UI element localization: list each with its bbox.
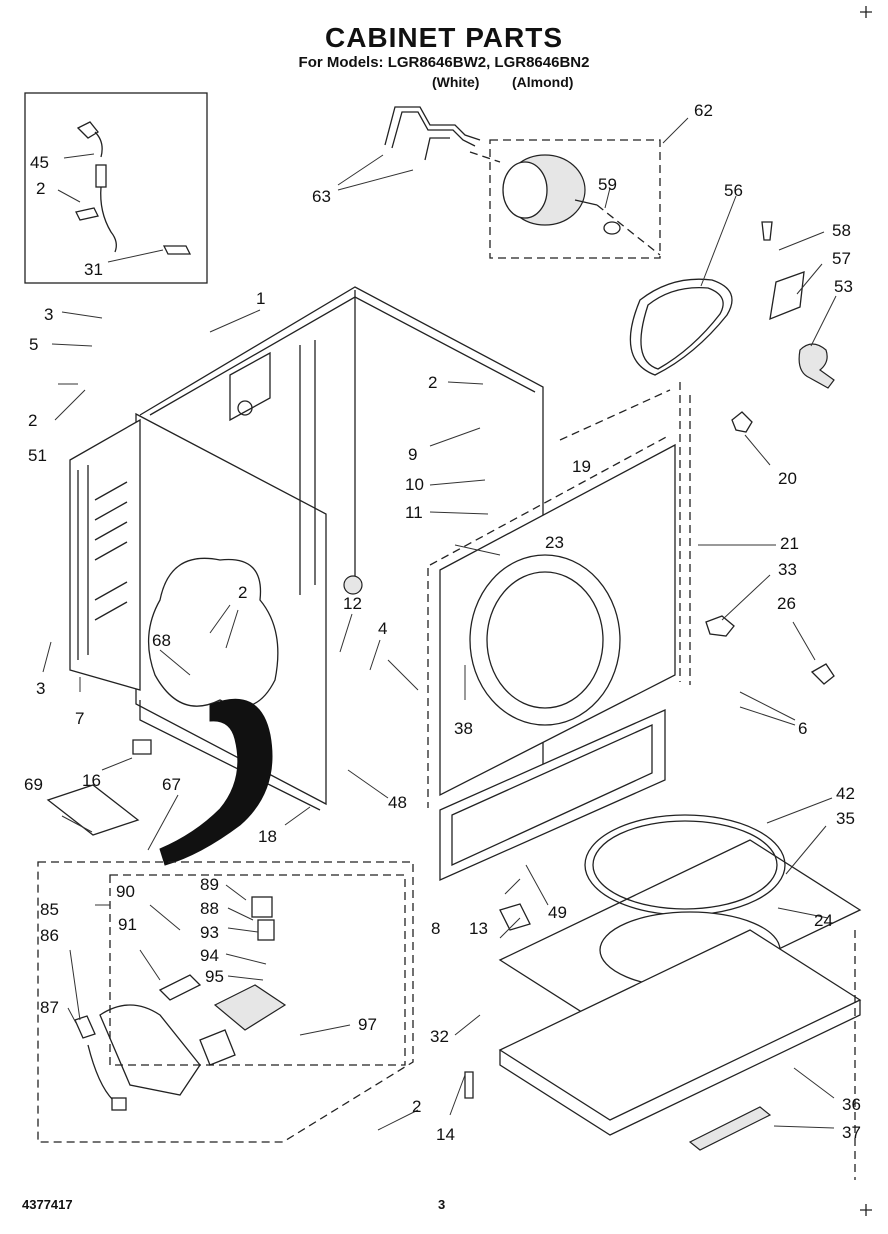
callout-62: 62 — [694, 101, 713, 120]
callout-87: 87 — [40, 998, 59, 1017]
callout-9: 9 — [408, 445, 417, 464]
callout-63: 63 — [312, 187, 331, 206]
callout-45: 45 — [30, 153, 49, 172]
front-panel — [427, 382, 691, 808]
callout-labels: 1 2 2 2 2 2 3 3 4 5 6 7 8 9 10 11 12 13 … — [24, 101, 861, 1144]
toe-panel — [439, 708, 666, 882]
cutaway-blob — [147, 557, 279, 708]
callout-58: 58 — [832, 221, 851, 240]
callout-23: 23 — [545, 533, 564, 552]
callout-20: 20 — [778, 469, 797, 488]
callout-10: 10 — [405, 475, 424, 494]
callout-26: 26 — [777, 594, 796, 613]
callout-42: 42 — [836, 784, 855, 803]
callout-31: 31 — [84, 260, 103, 279]
callout-93: 93 — [200, 923, 219, 942]
callout-94: 94 — [200, 946, 219, 965]
doc-number: 4377417 — [22, 1197, 73, 1212]
callout-85: 85 — [40, 900, 59, 919]
page-number: 3 — [438, 1197, 446, 1212]
callout-35: 35 — [836, 809, 855, 828]
callout-21: 21 — [780, 534, 799, 553]
color-white-label: (White) — [432, 74, 480, 90]
callout-53: 53 — [834, 277, 853, 296]
drive-belt — [629, 278, 733, 376]
callout-14: 14 — [436, 1125, 455, 1144]
gas-valve-inset — [37, 861, 414, 1143]
callout-1: 1 — [256, 289, 265, 308]
callout-59: 59 — [598, 175, 617, 194]
callout-89: 89 — [200, 875, 219, 894]
callout-3-bottom: 3 — [36, 679, 45, 698]
models-line: For Models: LGR8646BW2, LGR8646BN2 — [298, 54, 590, 71]
callout-56: 56 — [724, 181, 743, 200]
callout-2-top: 2 — [428, 373, 437, 392]
corner-marks — [860, 6, 872, 1216]
page-title: CABINET PARTS — [324, 22, 564, 53]
callout-69: 69 — [24, 775, 43, 794]
callout-51: 51 — [28, 446, 47, 465]
callout-91: 91 — [118, 915, 137, 934]
callout-32: 32 — [430, 1027, 449, 1046]
exhaust-duct — [159, 698, 273, 866]
callout-2-blob: 2 — [238, 583, 247, 602]
callout-33: 33 — [778, 560, 797, 579]
cabinet-wrapper — [135, 286, 544, 811]
callout-8: 8 — [431, 919, 440, 938]
callout-16: 16 — [82, 771, 101, 790]
callout-7: 7 — [75, 709, 84, 728]
callout-95: 95 — [205, 967, 224, 986]
callout-57: 57 — [832, 249, 851, 268]
callout-4: 4 — [378, 619, 387, 638]
callout-2-bottom: 2 — [412, 1097, 421, 1116]
callout-36: 36 — [842, 1095, 861, 1114]
power-cord-inset — [24, 92, 208, 284]
callout-90: 90 — [116, 882, 135, 901]
base-assembly — [498, 814, 862, 1180]
callout-48: 48 — [388, 793, 407, 812]
callout-37: 37 — [842, 1123, 861, 1142]
motor-clips — [384, 106, 481, 161]
callout-2-inset: 2 — [36, 179, 45, 198]
small-parts — [46, 739, 531, 1099]
callout-38: 38 — [454, 719, 473, 738]
callout-97: 97 — [358, 1015, 377, 1034]
left-side-panel — [69, 418, 141, 691]
callout-6: 6 — [798, 719, 807, 738]
callout-18: 18 — [258, 827, 277, 846]
callout-19: 19 — [572, 457, 591, 476]
callout-88: 88 — [200, 899, 219, 918]
leader-lines — [42, 117, 837, 1131]
motor-assembly — [469, 139, 661, 259]
callout-11: 11 — [405, 503, 423, 522]
callout-5: 5 — [29, 335, 38, 354]
callout-3-top: 3 — [44, 305, 53, 324]
callout-67: 67 — [162, 775, 181, 794]
callout-68: 68 — [152, 631, 171, 650]
callout-12: 12 — [343, 594, 362, 613]
callout-2-left: 2 — [28, 411, 37, 430]
callout-13: 13 — [469, 919, 488, 938]
callout-49: 49 — [548, 903, 567, 922]
idler-parts — [705, 221, 835, 685]
callout-86: 86 — [40, 926, 59, 945]
color-almond-label: (Almond) — [512, 74, 574, 90]
callout-24: 24 — [814, 911, 833, 930]
